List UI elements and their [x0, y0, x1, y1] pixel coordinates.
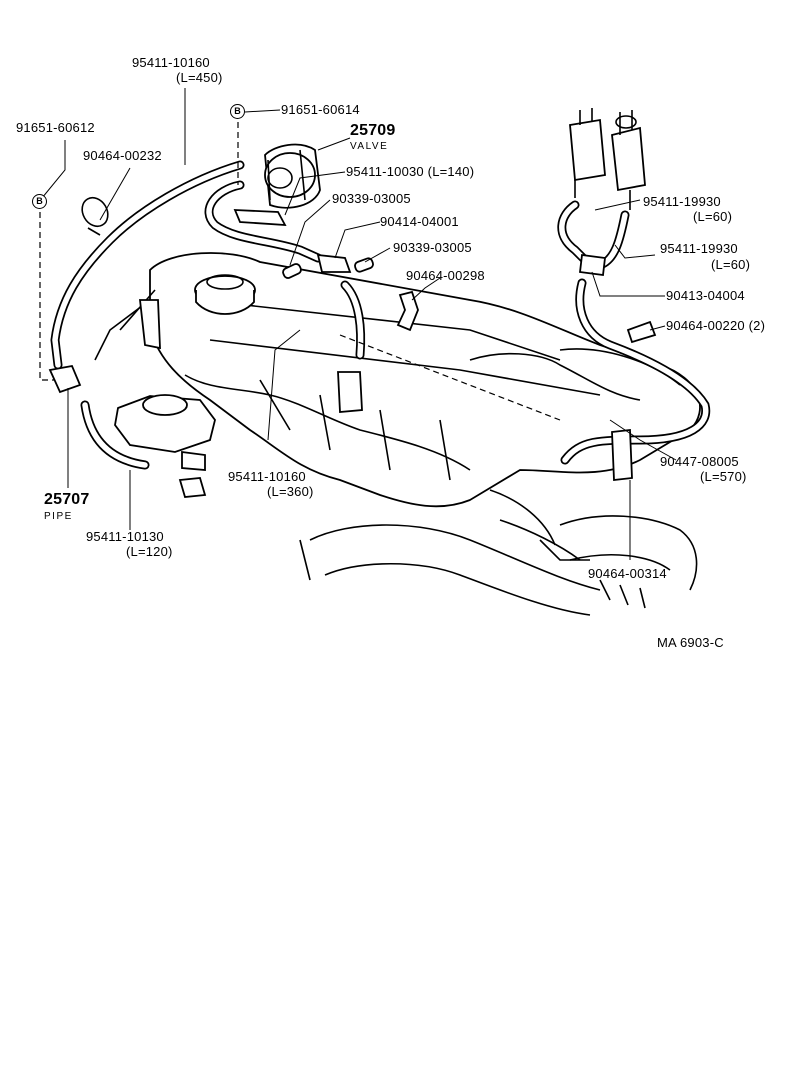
label-hose-upper-left-length: (L=450)	[176, 70, 223, 85]
reference-badge-b-left: B	[32, 194, 47, 209]
label-hose-360-length: (L=360)	[267, 484, 314, 499]
label-bolt-top: 91651-60614	[281, 102, 360, 117]
label-hose-140: 95411-10030 (L=140)	[346, 164, 475, 179]
label-hose-570-part: 90447-08005	[660, 454, 739, 469]
label-valve-name: VALVE	[350, 141, 389, 152]
label-pipe-a: 90339-03005	[332, 191, 411, 206]
dashed-reference-lines	[39, 122, 561, 421]
pipe-bracket-drawing	[48, 364, 82, 394]
intake-manifold-drawing	[94, 252, 701, 616]
solenoid-valves-drawing	[569, 108, 646, 210]
hose-lines	[50, 160, 711, 470]
label-valve-part: 25709	[350, 122, 396, 139]
label-tee: 90413-04004	[666, 288, 745, 303]
leader-lines	[41, 88, 677, 560]
clamp-232-drawing	[81, 196, 109, 236]
figure-code: MA 6903-C	[657, 635, 724, 650]
label-union: 90414-04001	[380, 214, 459, 229]
label-hose-upper-left-part: 95411-10160	[132, 55, 210, 70]
tee-fitting-drawing	[579, 253, 606, 277]
clamp-220-drawing	[626, 320, 657, 344]
label-pipe-b: 90339-03005	[393, 240, 472, 255]
clamp-298-drawing	[396, 290, 419, 332]
center-sensor-drawing	[337, 371, 363, 413]
lower-canister-drawing	[114, 394, 216, 498]
label-hose-570-length: (L=570)	[700, 469, 747, 484]
label-hose-120-length: (L=120)	[126, 544, 173, 559]
union-fitting-drawing	[282, 253, 374, 279]
label-clamp-220: 90464-00220 (2)	[666, 318, 766, 333]
label-hose-60a-part: 95411-19930	[643, 194, 721, 209]
label-hose-120-part: 95411-10130	[86, 529, 164, 544]
label-bolt-left: 91651-60612	[16, 120, 95, 135]
label-hose-60b-part: 95411-19930	[660, 241, 738, 256]
label-hose-60b-length: (L=60)	[711, 257, 751, 272]
label-clamp-left: 90464-00232	[83, 148, 162, 163]
label-hose-60a-length: (L=60)	[693, 209, 733, 224]
reference-badge-b-top: B	[230, 104, 245, 119]
label-pipe-part: 25707	[44, 491, 90, 508]
label-clamp-298: 90464-00298	[406, 268, 485, 283]
label-clamp-314: 90464-00314	[588, 566, 667, 581]
clamp-314-drawing	[611, 428, 633, 482]
label-pipe-name: PIPE	[44, 511, 73, 522]
valve-drawing	[233, 143, 321, 227]
label-hose-360-part: 95411-10160	[228, 469, 306, 484]
